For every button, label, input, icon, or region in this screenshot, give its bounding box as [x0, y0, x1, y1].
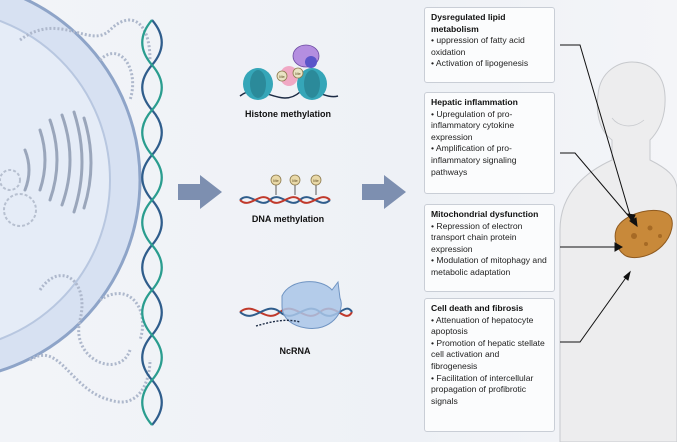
dna-methyl-tag: Me — [273, 178, 279, 183]
outcome-item: • uppression of fatty acid oxidation — [431, 35, 525, 57]
histone-methyl-tag: Me — [279, 74, 285, 79]
outcome-item: • Repression of electron transport chain… — [431, 220, 523, 254]
outcome-item: • Modulation of mitophagy and metabolic … — [431, 255, 547, 277]
cell-nucleus-illustration — [0, 0, 142, 373]
outcome-item: • Promotion of hepatic stellate cell act… — [431, 337, 545, 371]
outcome-item: • Activation of lipogenesis — [431, 58, 529, 69]
outcome-item: • Amplification of pro-inflammatory sign… — [431, 143, 517, 177]
outcome-box-cell-death-fibrosis: Cell death and fibrosis • Attenuation of… — [424, 298, 555, 432]
connector-lines — [560, 44, 638, 343]
flow-arrow-left — [178, 175, 222, 209]
outcome-box-hepatic-inflammation: Hepatic inflammation • Upregulation of p… — [424, 92, 555, 194]
histone-methyl-tag: Me — [295, 71, 301, 76]
human-torso-illustration — [559, 61, 677, 442]
ncrna-illustration — [239, 280, 353, 329]
dna-methyl-tag: Me — [313, 178, 319, 183]
dna-methylation-illustration: Me Me Me — [239, 174, 331, 204]
outcome-item: • Facilitation of intercellular propagat… — [431, 372, 534, 406]
outcome-title: Hepatic inflammation — [431, 97, 518, 107]
dna-double-helix — [141, 19, 163, 426]
outcome-title: Mitochondrial dysfunction — [431, 209, 539, 219]
outcome-box-lipid-metabolism: Dysregulated lipid metabolism • uppressi… — [424, 7, 555, 83]
liver-icon — [614, 210, 673, 259]
histone-methylation-label: Histone methylation — [244, 109, 331, 119]
outcome-title: Dysregulated lipid metabolism — [431, 12, 506, 34]
outcome-item: • Attenuation of hepatocyte apoptosis — [431, 314, 534, 337]
dna-methyl-tag: Me — [292, 178, 298, 183]
flow-arrow-right — [362, 175, 406, 209]
ncrna-label: NcRNA — [279, 346, 311, 356]
histone-illustration: Me Me — [239, 44, 339, 100]
dna-methylation-label: DNA methylation — [251, 214, 325, 224]
outcome-item: • Upregulation of pro-inflammatory cytok… — [431, 108, 515, 142]
outcome-box-mitochondrial-dysfunction: Mitochondrial dysfunction • Repression o… — [424, 204, 555, 292]
outcome-title: Cell death and fibrosis — [431, 303, 524, 313]
